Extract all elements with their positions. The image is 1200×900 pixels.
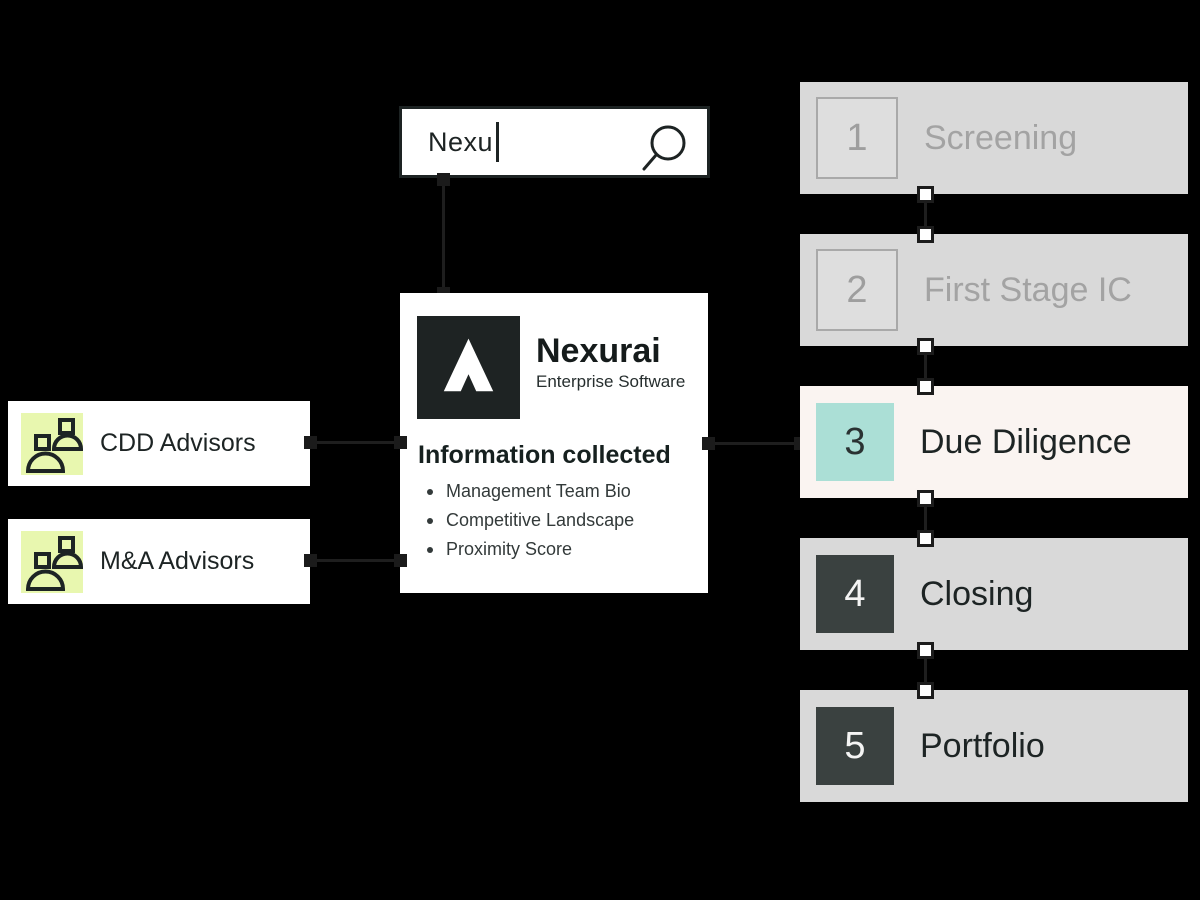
brand-block: Nexurai Enterprise Software xyxy=(536,333,685,392)
connector-line xyxy=(310,559,400,562)
stage-number: 5 xyxy=(816,707,894,785)
advisor-box-cdd: CDD Advisors xyxy=(8,401,310,486)
stage-label: Closing xyxy=(920,574,1034,613)
stage-due-diligence: 3 Due Diligence xyxy=(800,386,1188,498)
connector-endpoint xyxy=(437,173,450,186)
stage-label: Screening xyxy=(924,118,1078,157)
connector-handle xyxy=(917,378,934,395)
stage-number: 2 xyxy=(816,249,898,331)
brand-name: Nexurai xyxy=(536,332,661,370)
people-icon xyxy=(21,412,83,475)
connector-endpoint xyxy=(394,554,407,567)
connector-handle xyxy=(917,226,934,243)
advisor-box-ma: M&A Advisors xyxy=(8,519,310,604)
company-card: Nexurai Enterprise Software Information … xyxy=(400,293,708,593)
connector-line xyxy=(924,650,927,690)
chevron-up-logo-icon xyxy=(443,338,494,392)
list-item: Proximity Score xyxy=(418,535,634,564)
connector-handle xyxy=(917,490,934,507)
connector-handle xyxy=(917,186,934,203)
connector-line xyxy=(310,441,400,444)
search-input[interactable]: Nexu xyxy=(428,126,494,157)
nexurai-logo xyxy=(417,316,520,419)
connector-line xyxy=(442,179,445,293)
connector-endpoint xyxy=(702,437,715,450)
stage-label: First Stage IC xyxy=(924,270,1132,309)
list-item: Competitive Landscape xyxy=(418,506,634,535)
connector-line xyxy=(924,346,927,386)
connector-handle xyxy=(917,338,934,355)
brand-subtitle: Enterprise Software xyxy=(536,372,686,391)
search-box[interactable]: Nexu xyxy=(399,106,710,178)
stage-number: 1 xyxy=(816,97,898,179)
stage-closing: 4 Closing xyxy=(800,538,1188,650)
connector-line xyxy=(924,194,927,234)
connector-handle xyxy=(917,642,934,659)
text-cursor xyxy=(496,122,500,162)
advisor-label: M&A Advisors xyxy=(100,547,255,575)
list-item: Management Team Bio xyxy=(418,477,634,506)
connector-endpoint xyxy=(304,436,317,449)
connector-endpoint xyxy=(394,436,407,449)
connector-handle xyxy=(917,682,934,699)
connector-line xyxy=(708,442,800,445)
stage-portfolio: 5 Portfolio xyxy=(800,690,1188,802)
stage-label: Portfolio xyxy=(920,726,1045,765)
connector-line xyxy=(924,498,927,538)
advisor-label: CDD Advisors xyxy=(100,429,256,457)
people-icon xyxy=(21,530,83,593)
stage-first-stage-ic: 2 First Stage IC xyxy=(800,234,1188,346)
collected-info-list: Management Team Bio Competitive Landscap… xyxy=(418,477,634,564)
connector-handle xyxy=(917,530,934,547)
search-icon[interactable] xyxy=(637,119,689,175)
stage-screening: 1 Screening xyxy=(800,82,1188,194)
connector-endpoint xyxy=(304,554,317,567)
stage-label: Due Diligence xyxy=(920,422,1132,461)
stage-number: 4 xyxy=(816,555,894,633)
stage-number: 3 xyxy=(816,403,894,481)
card-section-title: Information collected xyxy=(418,441,671,469)
